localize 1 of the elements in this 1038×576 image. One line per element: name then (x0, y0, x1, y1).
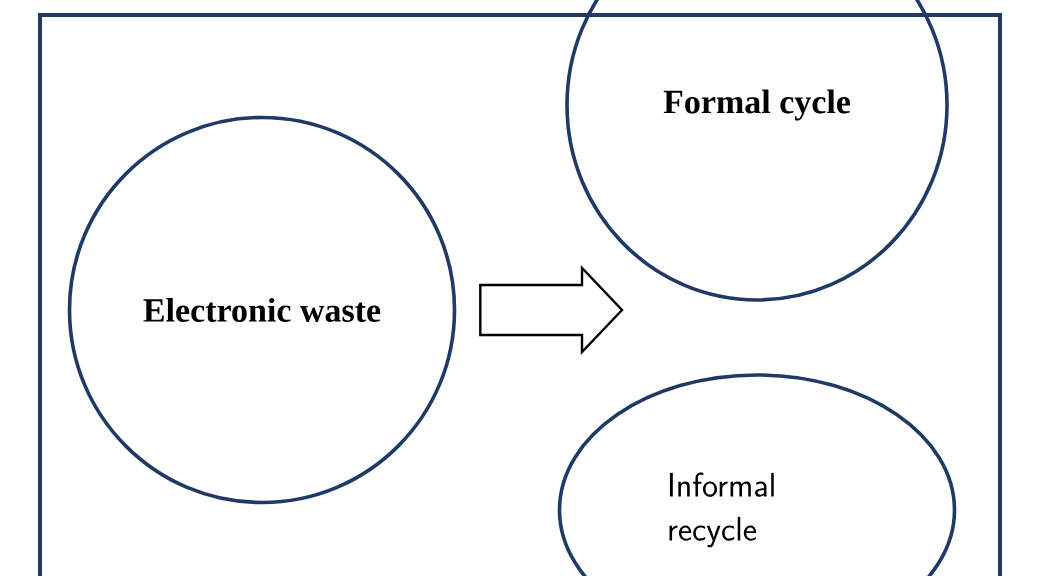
block-arrow (479, 265, 624, 355)
